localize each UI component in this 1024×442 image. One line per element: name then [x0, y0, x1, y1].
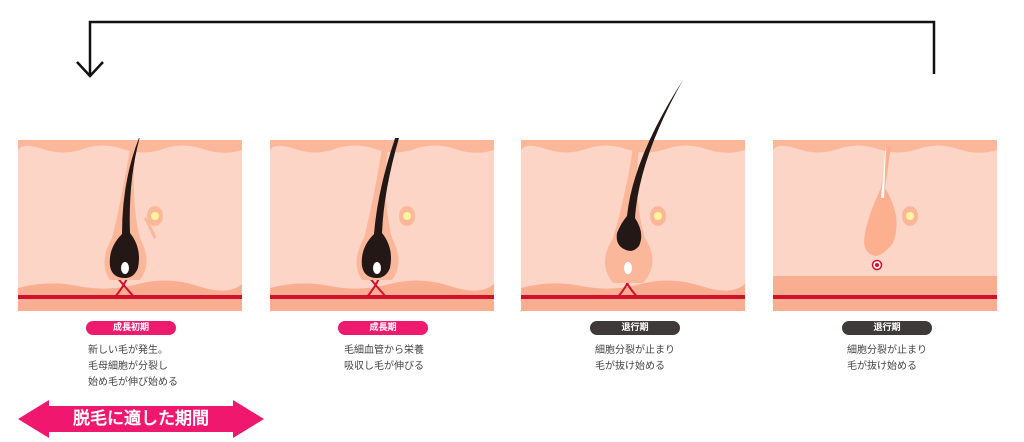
stage-description-telogen: 細胞分裂が止まり 毛が抜け始める	[847, 345, 927, 372]
hair-diagram-catagen	[521, 80, 745, 311]
hair-diagram-anagen	[270, 138, 494, 311]
stage-badge-catagen: 退行期	[590, 321, 680, 335]
stage-description-catagen: 細胞分裂が止まり 毛が抜け始める	[595, 345, 675, 372]
stage-description-early-anagen: 新しい毛が発生。 毛母細胞が分裂し 始め毛が伸び始める	[88, 345, 178, 388]
stage-badge-early-anagen: 成長初期	[86, 321, 176, 335]
stage-badge-anagen: 成長期	[338, 321, 428, 335]
stage-description-anagen: 毛細血管から栄養 吸収し毛が伸びる	[344, 345, 424, 372]
hair-diagram-telogen	[773, 140, 997, 311]
cycle-arrow	[76, 20, 936, 78]
arrow-down-icon	[76, 61, 104, 78]
hair-diagram-early-anagen	[18, 138, 242, 311]
suitable-period-label: 脱毛に適した期間	[73, 409, 209, 429]
double-arrow-icon	[18, 400, 264, 438]
stage-badge-telogen: 退行期	[842, 321, 932, 335]
